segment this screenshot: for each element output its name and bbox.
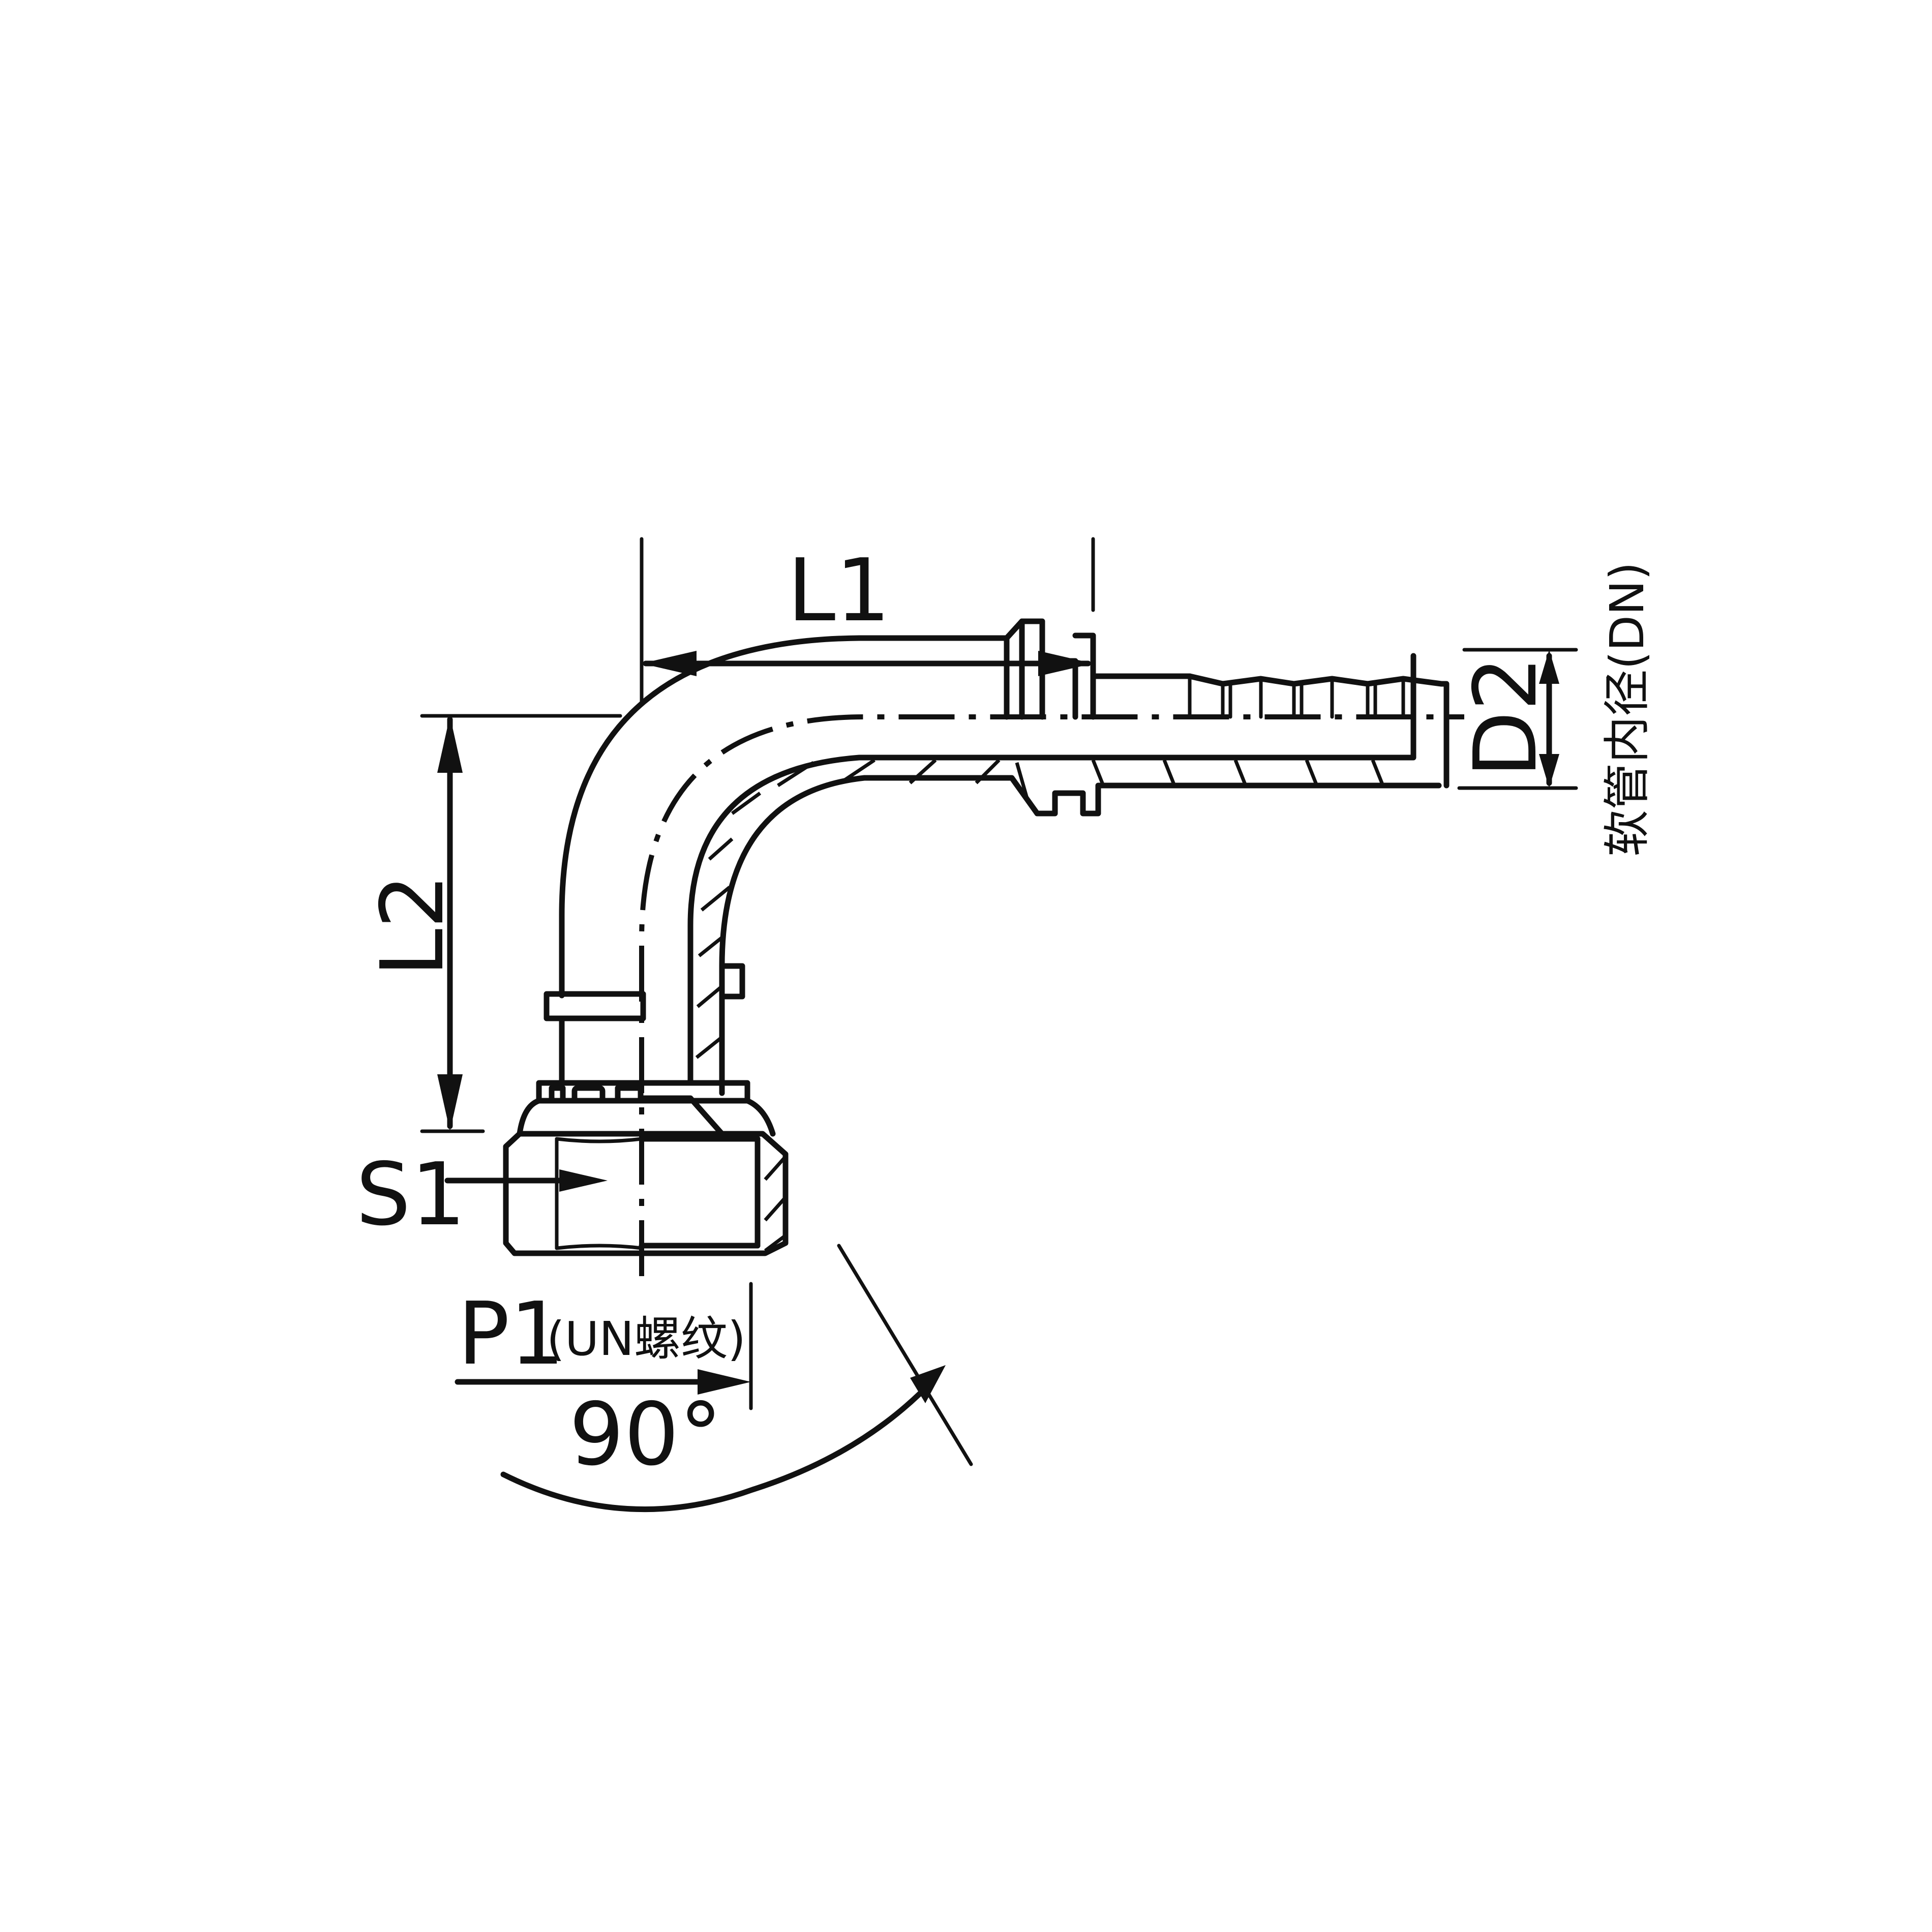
dimension-p1: P1 (UN螺纹) bbox=[455, 1282, 753, 1410]
collar-flange bbox=[1004, 618, 1193, 720]
label-angle-90: 90° bbox=[569, 1384, 722, 1485]
label-s1: S1 bbox=[356, 1144, 466, 1245]
dimension-s1: S1 bbox=[356, 1144, 608, 1245]
swivel-nut bbox=[503, 1080, 789, 1256]
hose-tail-barbs bbox=[1187, 673, 1450, 789]
label-l1: L1 bbox=[788, 540, 891, 641]
dimension-l1: L1 bbox=[640, 537, 1095, 706]
dimension-l2: L2 bbox=[363, 714, 622, 1133]
dimension-d2: D2 软管内径(DN) bbox=[1456, 562, 1654, 856]
label-d2: D2 bbox=[1456, 656, 1556, 777]
centerlines bbox=[639, 714, 1464, 1276]
label-l2: L2 bbox=[363, 874, 463, 977]
section-hatching bbox=[695, 759, 1385, 1059]
label-p1: P1 bbox=[458, 1284, 565, 1384]
label-un-thread: (UN螺纹) bbox=[547, 1312, 746, 1366]
elbow-body bbox=[559, 635, 1442, 1096]
angle-indicator: 90° bbox=[500, 1244, 973, 1513]
vertical-ring bbox=[544, 991, 646, 1086]
label-hose-inner-diameter: 软管内径(DN) bbox=[1600, 562, 1654, 856]
